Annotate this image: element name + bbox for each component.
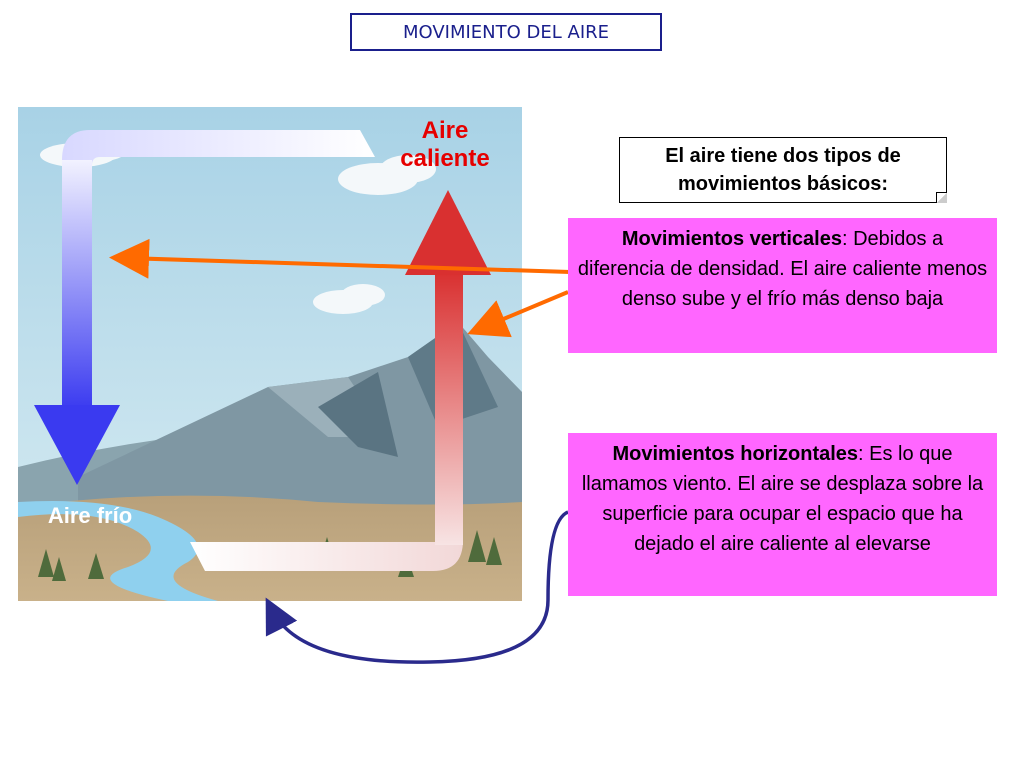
note-fold-corner [936, 192, 947, 203]
vertical-movement-box: Movimientos verticales: Debidos a difere… [568, 218, 997, 353]
horizontal-movement-box: Movimientos horizontales: Es lo que llam… [568, 433, 997, 596]
vertical-heading: Movimientos verticales [622, 228, 842, 250]
note-text: El aire tiene dos tipos de movimientos b… [665, 145, 901, 195]
note-box: El aire tiene dos tipos de movimientos b… [619, 137, 947, 203]
cold-air-label: Aire frío [40, 503, 140, 529]
hot-air-label: Aire caliente [380, 117, 510, 173]
page-title: MOVIMIENTO DEL AIRE [350, 13, 662, 51]
horizontal-heading: Movimientos horizontales [612, 443, 858, 465]
